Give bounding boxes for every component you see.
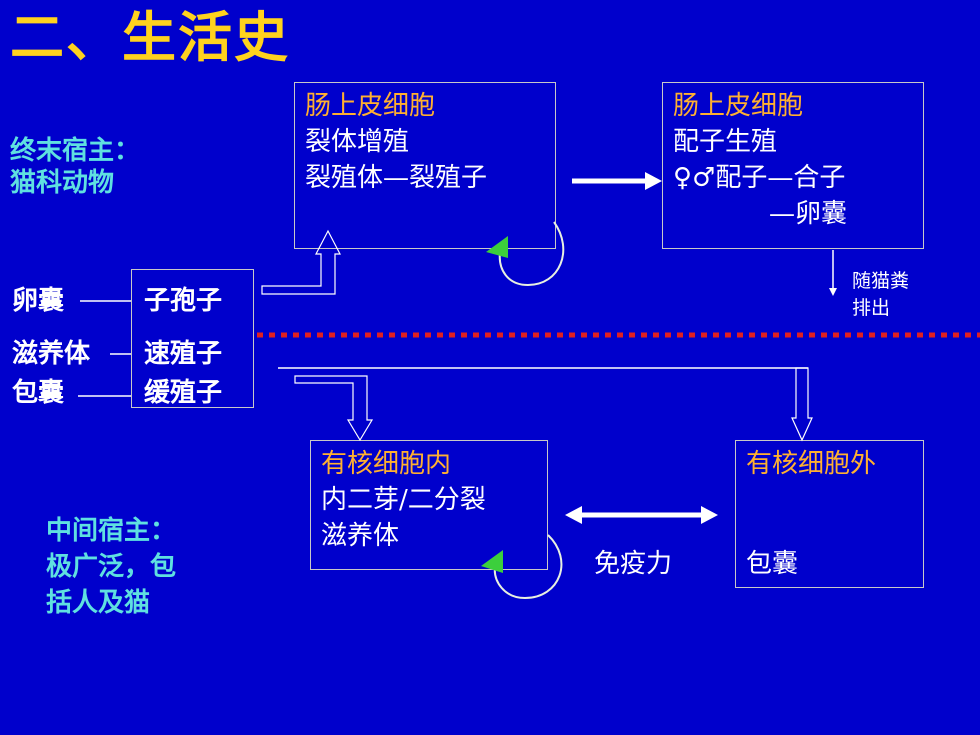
intestine-gametogony-box bbox=[662, 82, 924, 249]
cycle-arrow-head bbox=[481, 550, 503, 573]
stage-right-label: 缓殖子 bbox=[144, 378, 223, 408]
stage-left-label: 滋养体 bbox=[12, 339, 91, 369]
box-title: 有核细胞外 bbox=[746, 449, 877, 479]
box-line: 裂殖体—裂殖子 bbox=[305, 163, 488, 193]
intermediate-host-range: 括人及猫 bbox=[46, 588, 151, 618]
box-title: 肠上皮细胞 bbox=[673, 91, 804, 121]
immunity-label: 免疫力 bbox=[594, 549, 673, 579]
cycle-arrow bbox=[498, 221, 565, 287]
intestine-schizogony-text: 肠上皮细胞 裂体增殖 裂殖体—裂殖子 bbox=[305, 88, 487, 196]
box-line: —卵囊 bbox=[769, 199, 848, 229]
intermediate-host: 中间宿主： 极广泛，包 括人及猫 bbox=[46, 513, 176, 621]
definitive-host-species: 猫科动物 bbox=[10, 168, 115, 198]
excretion-line: 随猫粪 bbox=[852, 270, 910, 292]
box-line: ♀♂配子—合子 bbox=[673, 163, 846, 193]
stage-right-label: 子孢子 bbox=[144, 286, 223, 316]
excretion-note: 随猫粪 排出 bbox=[852, 268, 909, 322]
arrow-head bbox=[565, 506, 582, 524]
stage-left-label: 包囊 bbox=[12, 378, 65, 408]
box-line: 包囊 bbox=[746, 549, 799, 579]
arrow-head bbox=[701, 506, 718, 524]
cycle-arrow-head bbox=[486, 236, 508, 258]
hollow-arrow-down bbox=[294, 375, 374, 442]
box-line: 裂体增殖 bbox=[305, 127, 410, 157]
intracellular-text: 有核细胞内 内二芽/二分裂 滋养体 bbox=[321, 446, 486, 554]
excretion-line: 排出 bbox=[852, 297, 891, 319]
intestine-schizogony-box bbox=[294, 82, 556, 249]
page-title: 二、生活史 bbox=[10, 5, 290, 69]
box-line: 配子生殖 bbox=[673, 127, 778, 157]
intermediate-host-heading: 中间宿主： bbox=[46, 516, 177, 546]
arrow-head bbox=[829, 288, 837, 296]
hollow-arrow-up bbox=[261, 229, 341, 295]
box-line: 内二芽/二分裂 bbox=[321, 485, 486, 515]
extracellular-box bbox=[735, 440, 924, 588]
box-line: 滋养体 bbox=[321, 521, 400, 551]
cycle-arrow bbox=[493, 534, 563, 600]
stage-left-label: 卵囊 bbox=[12, 286, 65, 316]
box-title: 肠上皮细胞 bbox=[305, 91, 436, 121]
arrow-head bbox=[645, 172, 662, 190]
intermediate-host-range: 极广泛，包 bbox=[46, 552, 177, 582]
box-title: 有核细胞内 bbox=[321, 449, 452, 479]
stages-box bbox=[131, 269, 254, 408]
intracellular-box bbox=[310, 440, 548, 570]
stage-right-label: 速殖子 bbox=[144, 339, 223, 369]
hollow-arrow-down bbox=[791, 367, 813, 442]
intestine-gametogony-text: 肠上皮细胞 配子生殖 ♀♂配子—合子 —卵囊 bbox=[673, 88, 847, 232]
definitive-host: 终末宿主： 猫科动物 bbox=[10, 135, 140, 199]
definitive-host-heading: 终末宿主： bbox=[10, 136, 141, 166]
